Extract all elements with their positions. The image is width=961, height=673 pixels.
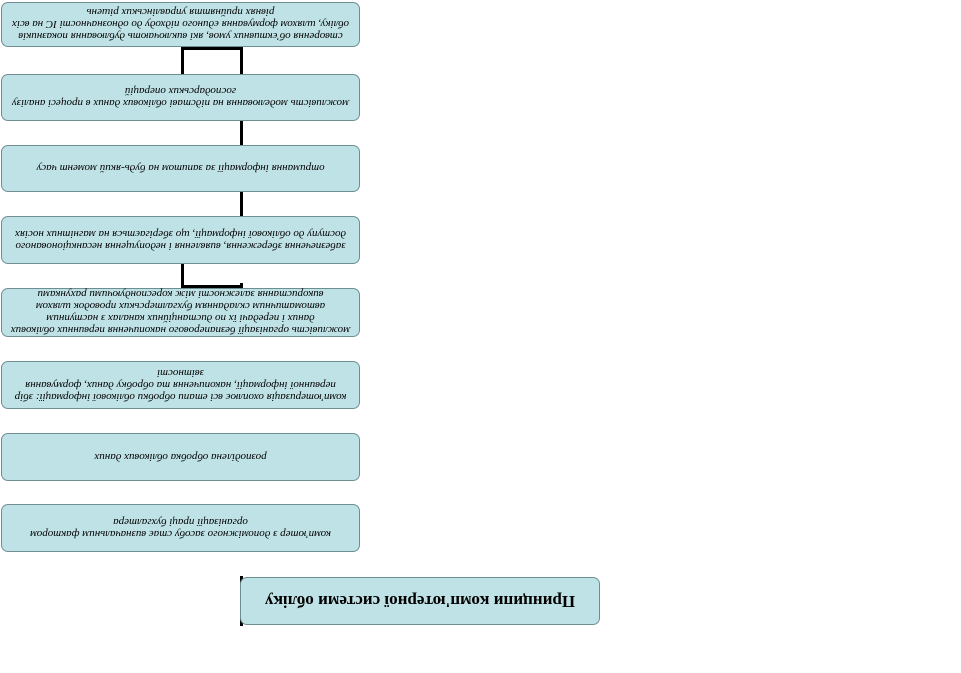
connector <box>240 192 243 216</box>
principle-box-6: отримання інформації за запитом на будь-… <box>1 145 360 192</box>
principle-box-5: забезпечення збереження, виявлення і нед… <box>1 216 360 264</box>
connector <box>240 50 243 74</box>
principle-box-7: можливість моделювання на підставі облік… <box>1 74 360 121</box>
principle-box-3: комп'ютеризація охоплює всі етапи обробк… <box>1 361 360 409</box>
principle-box-4: можливість організації безпаперового нак… <box>1 288 360 337</box>
diagram-title: Принципи комп'ютерної системи обліку <box>240 577 600 625</box>
connector <box>181 47 243 50</box>
principle-box-1: комп'ютер з допоміжного засобу стає визн… <box>1 504 360 552</box>
connector <box>181 264 184 288</box>
connector <box>181 47 184 74</box>
principle-box-8: створення об'єктивних умов, які виключаю… <box>1 2 360 47</box>
connector <box>240 121 243 145</box>
principle-box-2: розподілена обробка облікових даних <box>1 433 360 481</box>
